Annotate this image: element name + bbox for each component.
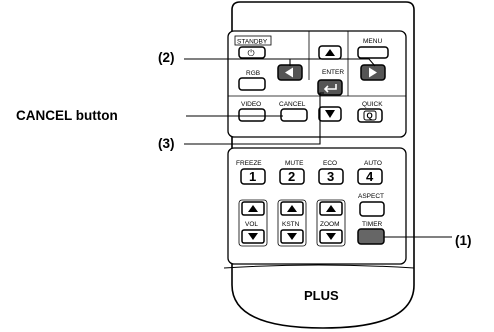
kstn-label: KSTN	[282, 221, 300, 228]
standby-button[interactable]	[238, 46, 266, 59]
up-arrow-icon	[325, 49, 335, 56]
vol-up-icon	[248, 205, 258, 212]
zoom-down-icon	[326, 233, 336, 240]
auto-label: AUTO	[364, 160, 382, 167]
cancel-button[interactable]	[280, 108, 308, 122]
freeze-button[interactable]	[240, 168, 266, 185]
vol-down-icon	[248, 233, 258, 240]
callout-2: (2)	[158, 50, 175, 65]
standby-label: STANDBY	[237, 39, 268, 46]
bottom-divider	[223, 264, 415, 269]
left-arrow-icon	[285, 67, 293, 78]
right-arrow-icon	[369, 67, 377, 78]
rgb-label: RGB	[246, 70, 260, 77]
number-2: 2	[288, 169, 295, 184]
mute-label: MUTE	[285, 160, 304, 167]
enter-label: ENTER	[322, 69, 344, 76]
aspect-button[interactable]	[359, 201, 385, 217]
eco-button[interactable]	[318, 168, 344, 185]
zoom-label: ZOOM	[320, 221, 340, 228]
number-1: 1	[249, 169, 256, 184]
quick-icon: Q	[367, 112, 373, 121]
eco-label: ECO	[323, 160, 337, 167]
vol-rocker: VOL	[238, 199, 268, 247]
timer-label: TIMER	[362, 221, 383, 228]
callout-3: (3)	[158, 136, 175, 151]
kstn-down-icon	[287, 233, 297, 240]
cancel-label: CANCEL	[279, 101, 306, 108]
rgb-button[interactable]	[238, 77, 266, 91]
enter-button[interactable]	[317, 79, 343, 96]
zoom-rocker: ZOOM	[316, 199, 346, 247]
down-arrow-icon	[325, 110, 335, 118]
brand-logo: PLUS	[304, 288, 339, 303]
kstn-rocker: KSTN	[277, 199, 307, 247]
freeze-label: FREEZE	[236, 160, 262, 167]
callout-3-line	[184, 92, 324, 145]
aspect-label: ASPECT	[358, 193, 384, 200]
callout-1: (1)	[455, 233, 472, 248]
auto-button[interactable]	[357, 168, 383, 185]
kstn-up-icon	[287, 205, 297, 212]
quick-label: QUICK	[362, 101, 383, 108]
standby-icon: ⏻	[248, 48, 255, 59]
vol-label: VOL	[245, 221, 258, 228]
video-label: VIDEO	[241, 101, 261, 108]
video-button[interactable]	[238, 108, 266, 122]
callout-2-line	[184, 58, 376, 67]
mute-button[interactable]	[279, 168, 305, 185]
enter-icon	[323, 84, 337, 93]
number-4: 4	[366, 169, 374, 184]
timer-button[interactable]	[357, 228, 385, 245]
menu-label: MENU	[363, 38, 382, 45]
zoom-up-icon	[326, 205, 336, 212]
menu-button[interactable]	[357, 46, 389, 59]
number-3: 3	[327, 169, 334, 184]
callout-cancel: CANCEL button	[16, 108, 118, 123]
